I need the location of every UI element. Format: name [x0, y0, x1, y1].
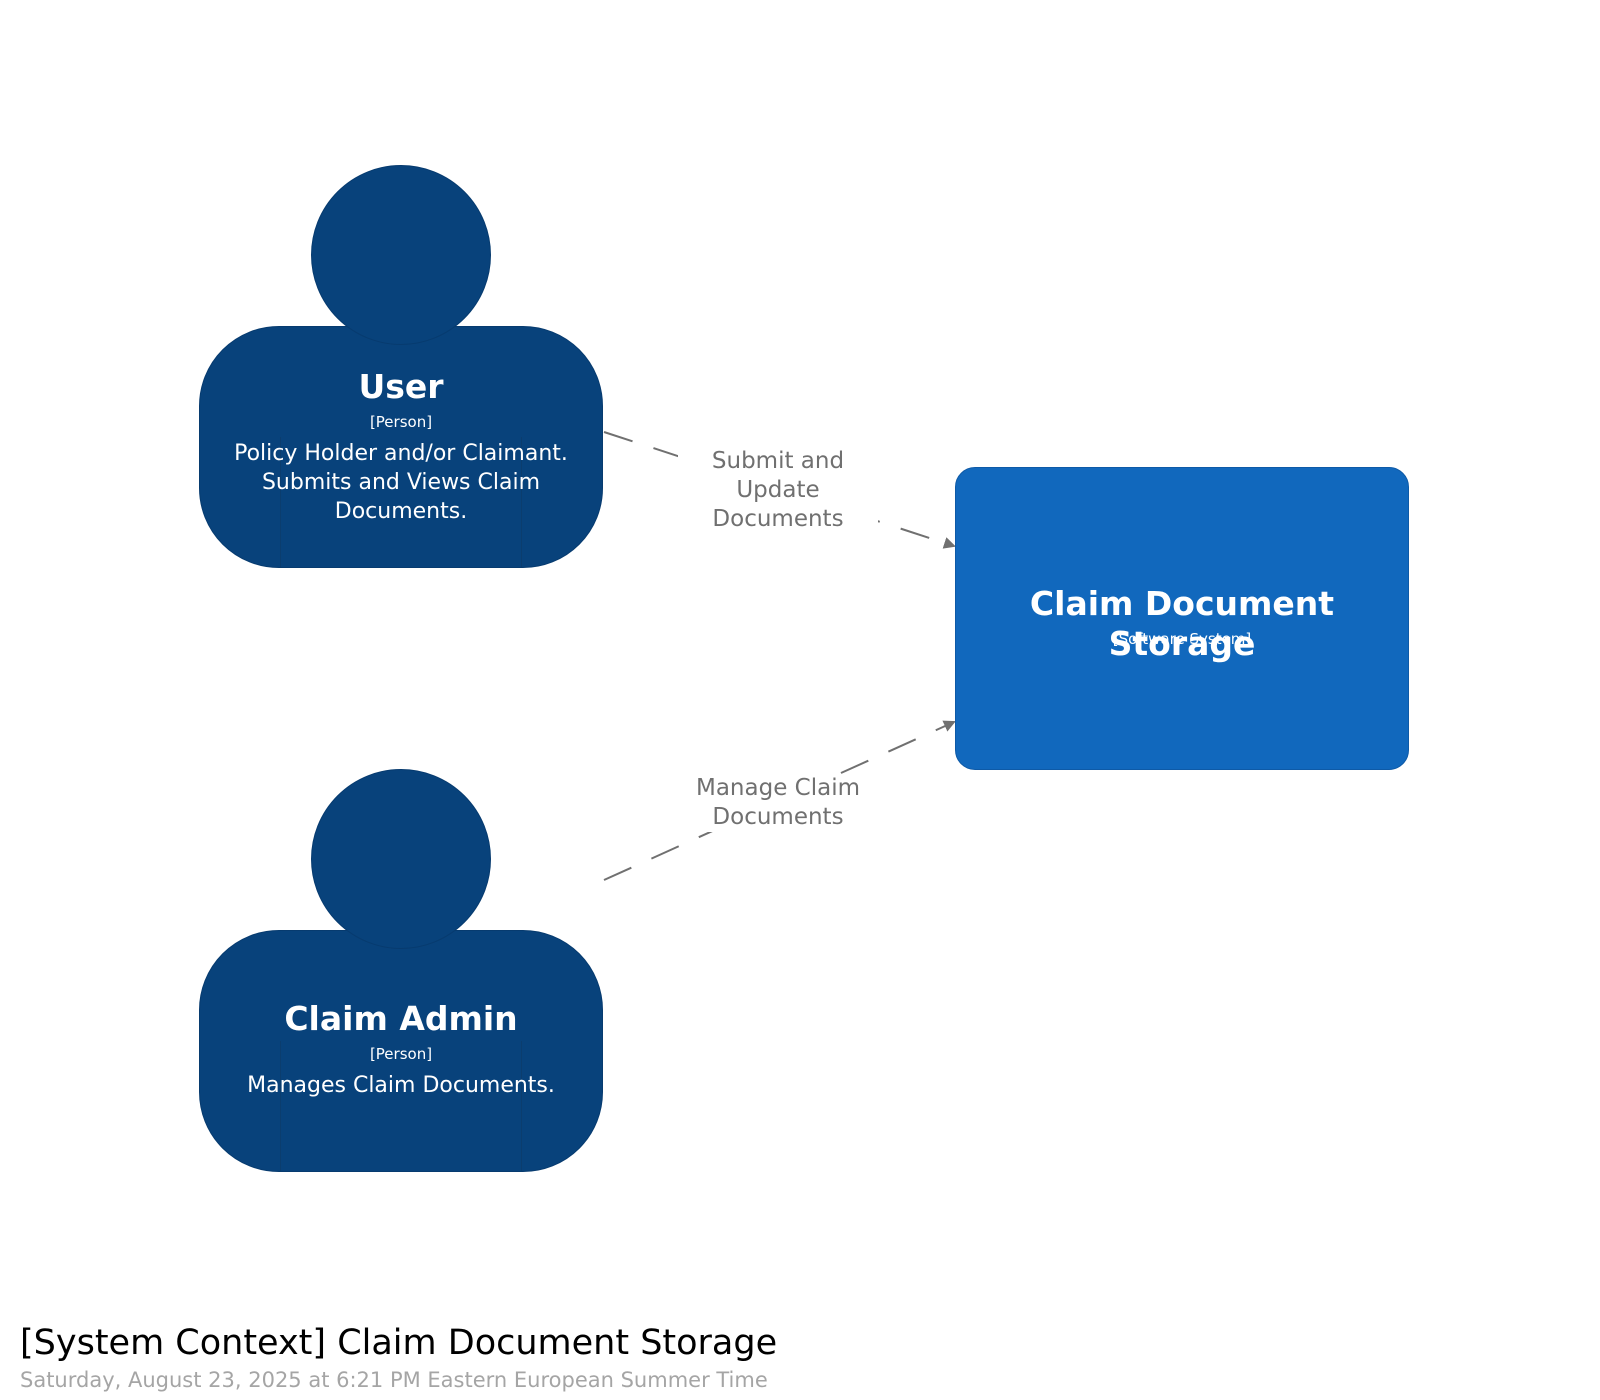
person-user-head-icon: [311, 165, 491, 345]
person-claim-admin-head-icon: [311, 769, 491, 949]
diagram-timestamp: Saturday, August 23, 2025 at 6:21 PM Eas…: [20, 1368, 768, 1392]
description-line: Documents.: [334, 499, 468, 524]
person-user-name: User: [358, 367, 444, 406]
person-body-outline: [280, 437, 522, 567]
relationship-label-line: Update: [736, 477, 820, 503]
relationship-user-to-system-label[interactable]: Submit and Update Documents: [678, 447, 878, 534]
person-user-type: [Person]: [369, 413, 433, 431]
software-system-name: Claim Document Storage: [1029, 584, 1335, 663]
relationship-label-line: Documents: [712, 506, 844, 532]
software-system-claim-document-storage[interactable]: Claim Document Storage [Software System]: [955, 467, 1409, 770]
description-line: Manages Claim Documents.: [247, 1073, 555, 1098]
person-user[interactable]: User [Person] Policy Holder and/or Claim…: [199, 326, 603, 568]
person-body-outline: [280, 1041, 522, 1171]
relationship-label-line: Manage Claim: [695, 775, 860, 801]
person-claim-admin[interactable]: Claim Admin [Person] Manages Claim Docum…: [199, 930, 603, 1172]
description-line: Policy Holder and/or Claimant.: [234, 441, 568, 466]
person-claim-admin-name: Claim Admin: [284, 999, 518, 1038]
person-user-description: Policy Holder and/or Claimant. Submits a…: [220, 439, 582, 526]
person-claim-admin-type: [Person]: [369, 1045, 433, 1063]
relationship-label-line: Documents: [712, 804, 844, 830]
diagram-title: [System Context] Claim Document Storage: [20, 1323, 778, 1363]
relationship-admin-to-system-label[interactable]: Manage Claim Documents: [678, 774, 878, 832]
software-system-type: [Software System]: [1112, 630, 1252, 648]
person-claim-admin-description: Manages Claim Documents.: [220, 1071, 582, 1100]
relationship-label-line: Submit and: [711, 448, 845, 474]
relationship-admin-to-system-line[interactable]: [603, 720, 956, 881]
description-line: Submits and Views Claim: [261, 470, 541, 495]
